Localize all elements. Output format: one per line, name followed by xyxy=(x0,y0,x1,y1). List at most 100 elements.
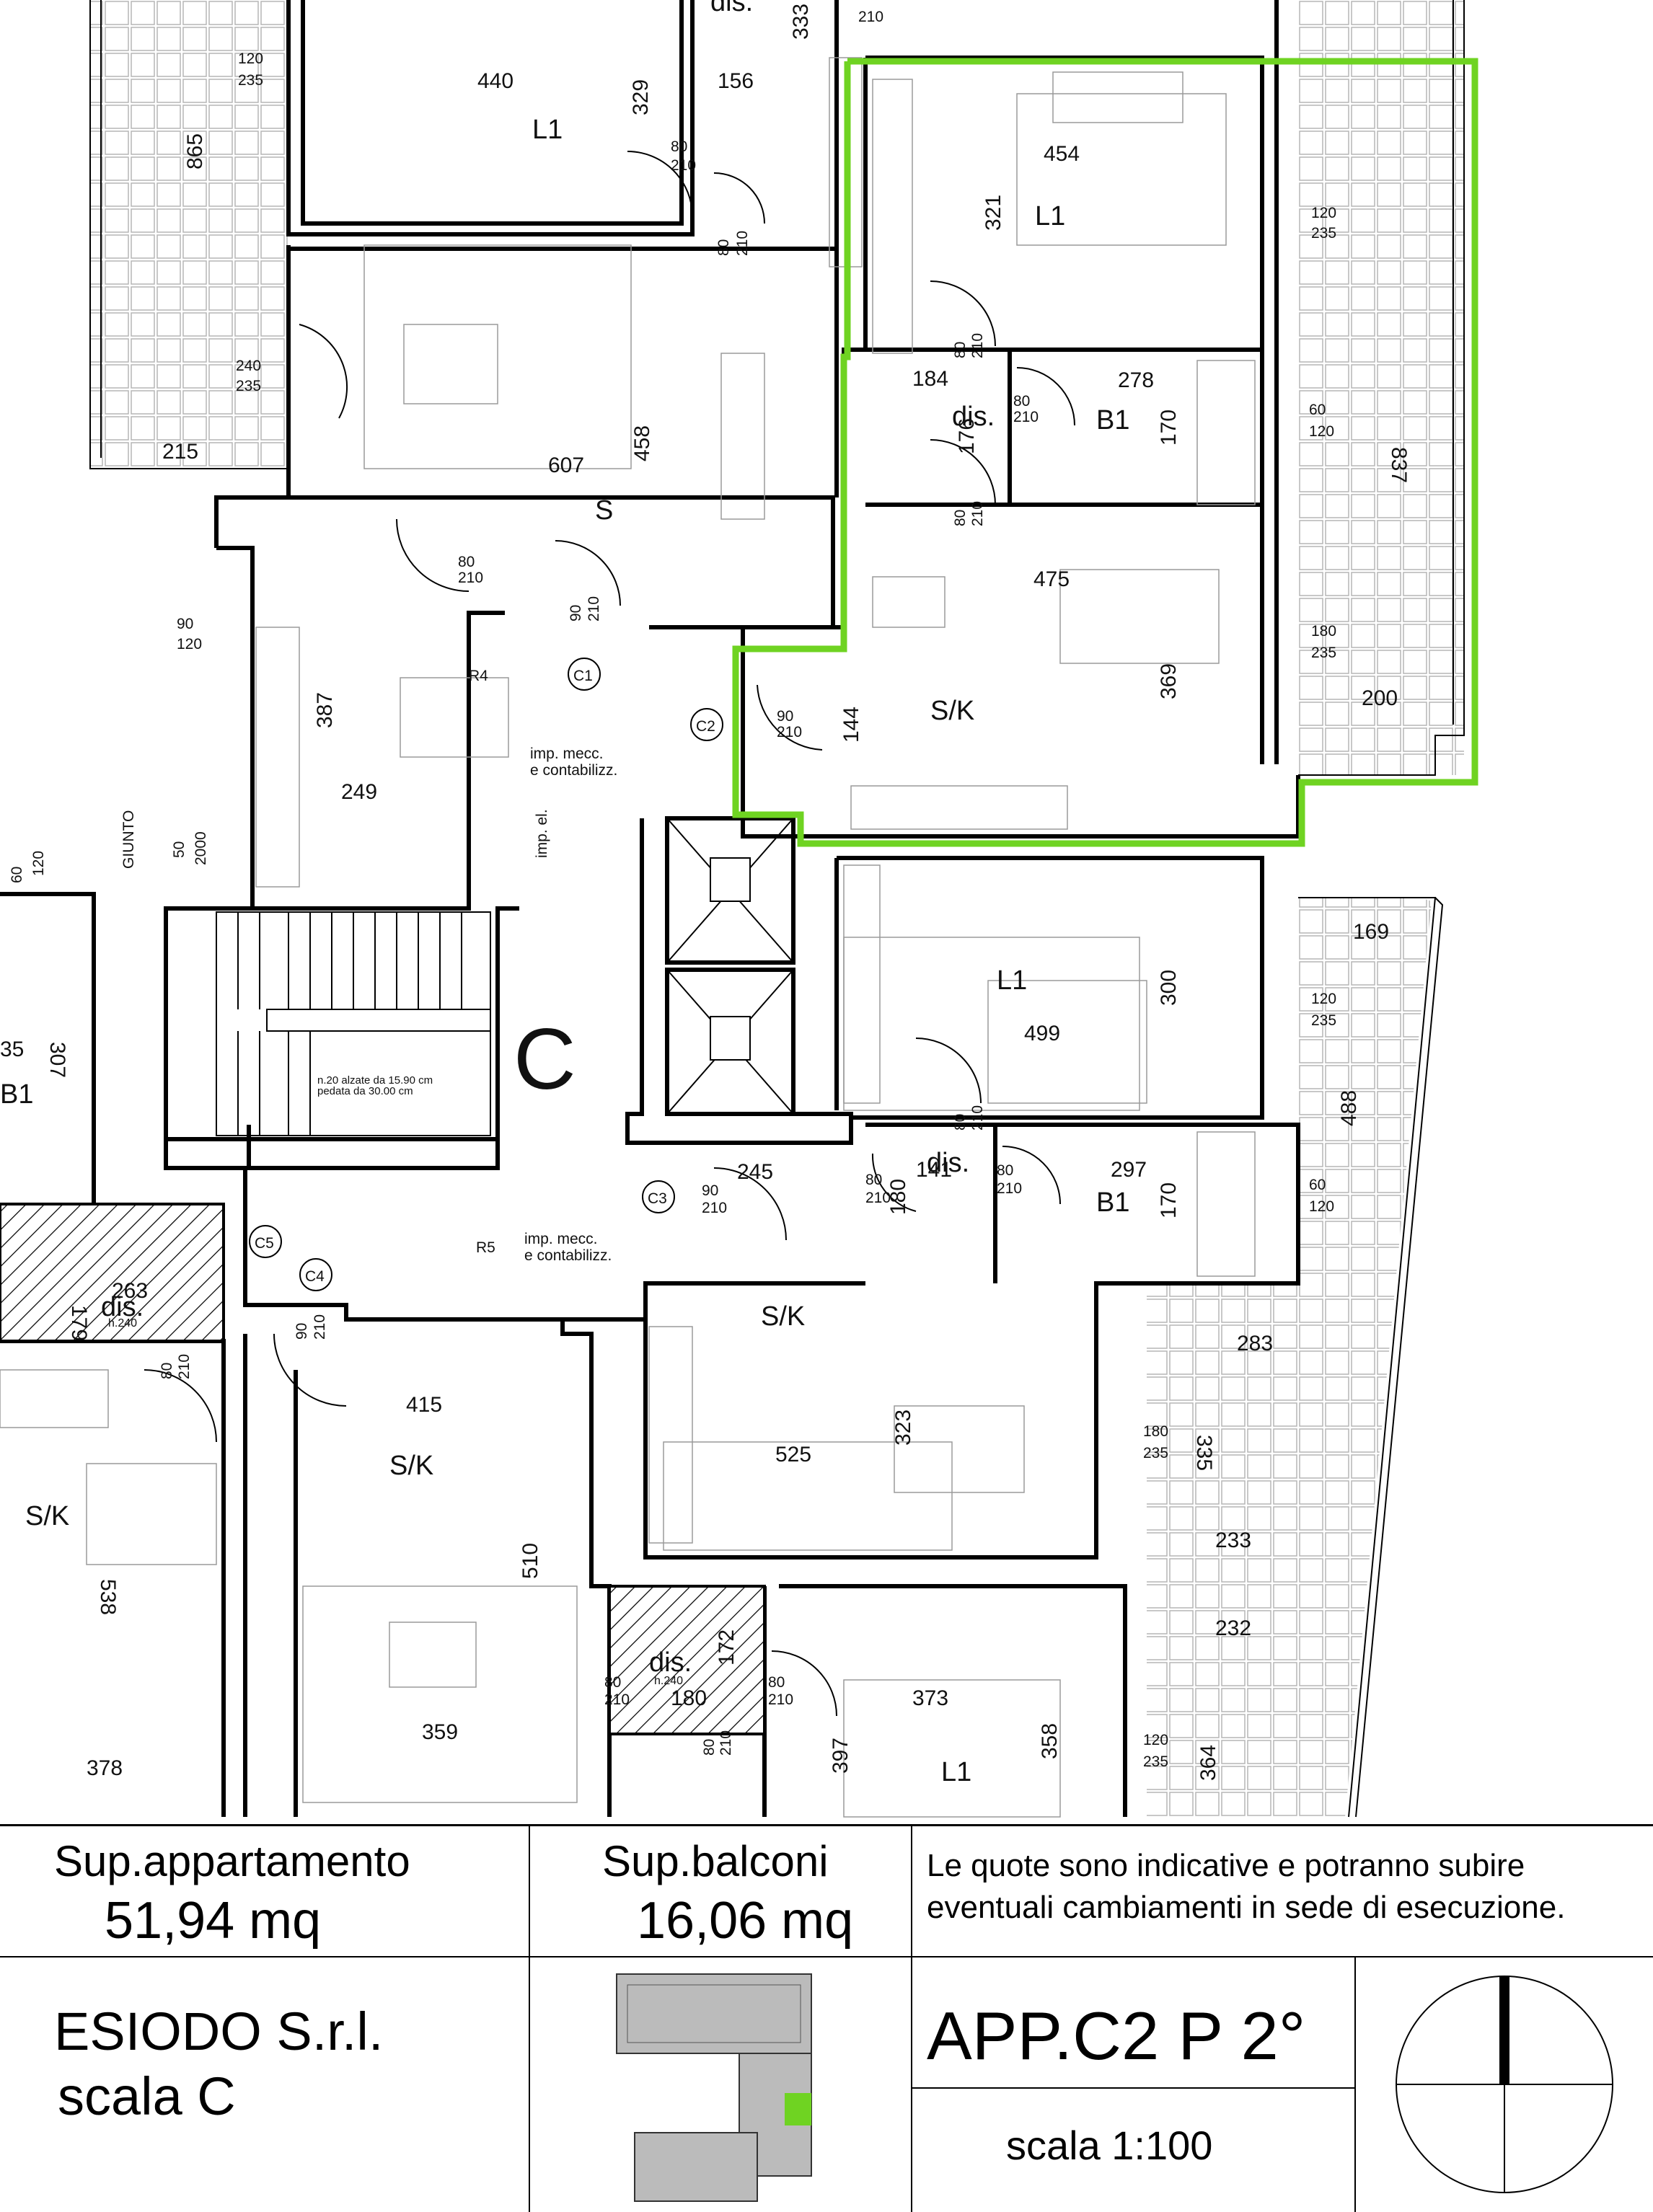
marker-c2: C2 xyxy=(690,708,723,741)
svg-text:179: 179 xyxy=(67,1305,91,1341)
svg-text:dis.: dis. xyxy=(927,1148,969,1178)
disclaimer-line-1: Le quote sono indicative e potranno subi… xyxy=(927,1848,1525,1883)
svg-text:80: 80 xyxy=(458,554,475,570)
svg-text:imp. mecc.: imp. mecc. xyxy=(524,1231,598,1247)
svg-text:120: 120 xyxy=(1143,1732,1168,1748)
svg-text:184: 184 xyxy=(912,367,948,391)
balcony-area-value: 16,06 mq xyxy=(637,1892,854,1950)
svg-text:210: 210 xyxy=(176,1354,193,1379)
hatched-shafts xyxy=(0,1203,766,1735)
svg-text:369: 369 xyxy=(1157,663,1181,699)
svg-text:525: 525 xyxy=(775,1443,811,1466)
svg-text:GIUNTO: GIUNTO xyxy=(120,810,137,869)
unit-cell: APP.C2 P 2° scala 1:100 xyxy=(912,1957,1356,2212)
svg-text:120: 120 xyxy=(177,636,202,652)
svg-text:607: 607 xyxy=(548,454,584,477)
marker-c3: C3 xyxy=(642,1180,675,1213)
svg-text:120: 120 xyxy=(1309,423,1334,440)
svg-text:454: 454 xyxy=(1044,142,1080,166)
balcony-tiles xyxy=(90,0,1464,1817)
floor-plan: L1 S L1 dis. B1 S/K L1 B1 dis. S/K S/K S… xyxy=(0,0,1478,1818)
svg-text:90: 90 xyxy=(294,1323,310,1340)
svg-text:499: 499 xyxy=(1024,1022,1060,1045)
svg-text:B1: B1 xyxy=(0,1079,33,1110)
svg-text:dis.: dis. xyxy=(952,402,995,432)
svg-text:90: 90 xyxy=(177,616,193,632)
apartment-area-label: Sup.appartamento xyxy=(54,1837,410,1885)
svg-text:60: 60 xyxy=(1309,1177,1326,1193)
svg-text:170: 170 xyxy=(1157,1182,1181,1218)
svg-text:235: 235 xyxy=(1311,225,1336,242)
svg-text:378: 378 xyxy=(87,1756,123,1780)
svg-text:235: 235 xyxy=(238,72,263,89)
disclaimer-line-2: eventuali cambiamenti in sede di esecuzi… xyxy=(927,1890,1566,1925)
svg-text:2000: 2000 xyxy=(193,831,209,865)
svg-text:120: 120 xyxy=(1309,1198,1334,1215)
svg-text:R4: R4 xyxy=(469,668,488,684)
svg-text:210: 210 xyxy=(604,1691,630,1708)
balcony-area-cell: Sup.balconi 16,06 mq xyxy=(530,1826,912,1957)
svg-text:80: 80 xyxy=(952,1114,969,1131)
plan-notes: GIUNTO imp. mecc.e contabilizz. imp. mec… xyxy=(108,668,683,1687)
svg-text:364: 364 xyxy=(1196,1745,1220,1781)
svg-text:297: 297 xyxy=(1111,1158,1147,1182)
svg-text:90: 90 xyxy=(702,1182,718,1199)
svg-text:278: 278 xyxy=(1118,368,1154,392)
space-markers: C1 C2 C3 C4 C5 xyxy=(249,658,723,1291)
marker-c5: C5 xyxy=(249,1225,282,1258)
svg-text:235: 235 xyxy=(1311,1012,1336,1029)
svg-text:180: 180 xyxy=(1143,1423,1168,1440)
svg-text:144: 144 xyxy=(839,707,863,743)
svg-text:865: 865 xyxy=(183,133,207,169)
svg-text:210: 210 xyxy=(702,1200,727,1216)
unit-id: APP.C2 P 2° xyxy=(927,1998,1306,2074)
svg-text:235: 235 xyxy=(236,378,261,394)
drawing-scale: scala 1:100 xyxy=(1006,2123,1213,2168)
compass-cell xyxy=(1356,1957,1653,2212)
title-block: Sup.appartamento 51,94 mq Sup.balconi 16… xyxy=(0,1824,1653,2212)
unit-divider xyxy=(912,2087,1356,2089)
svg-text:180: 180 xyxy=(886,1179,910,1215)
svg-text:n.20 alzate da 15.90 cm: n.20 alzate da 15.90 cm xyxy=(317,1074,433,1087)
svg-text:180: 180 xyxy=(671,1686,707,1710)
svg-text:397: 397 xyxy=(829,1738,852,1774)
svg-text:L1: L1 xyxy=(1035,201,1065,231)
svg-text:210: 210 xyxy=(734,231,751,256)
svg-text:imp. el.: imp. el. xyxy=(534,809,550,858)
svg-text:S/K: S/K xyxy=(930,696,974,726)
svg-text:60: 60 xyxy=(1309,402,1326,418)
balcony-edges xyxy=(89,0,1465,1818)
svg-text:245: 245 xyxy=(737,1160,773,1184)
svg-text:215: 215 xyxy=(162,440,198,464)
svg-text:263: 263 xyxy=(112,1279,148,1303)
svg-text:210: 210 xyxy=(777,724,802,740)
svg-text:232: 232 xyxy=(1215,1616,1251,1640)
svg-text:458: 458 xyxy=(630,425,654,461)
svg-text:80: 80 xyxy=(997,1162,1013,1179)
svg-text:333: 333 xyxy=(789,4,813,40)
svg-text:120: 120 xyxy=(30,851,47,876)
svg-text:80: 80 xyxy=(768,1674,785,1691)
svg-text:210: 210 xyxy=(969,333,986,358)
svg-text:50: 50 xyxy=(171,841,188,858)
svg-text:475: 475 xyxy=(1033,567,1070,591)
svg-text:240: 240 xyxy=(236,358,261,374)
svg-text:S: S xyxy=(595,495,613,526)
svg-text:dis.: dis. xyxy=(101,1292,144,1322)
svg-text:R5: R5 xyxy=(476,1239,495,1256)
marker-c4: C4 xyxy=(299,1258,332,1291)
svg-text:538: 538 xyxy=(96,1579,120,1615)
svg-text:e contabilizz.: e contabilizz. xyxy=(524,1247,612,1264)
svg-text:210: 210 xyxy=(865,1190,891,1206)
svg-text:210: 210 xyxy=(718,1730,734,1756)
svg-text:60: 60 xyxy=(9,867,25,883)
svg-text:329: 329 xyxy=(629,79,653,115)
svg-text:210: 210 xyxy=(768,1691,793,1708)
svg-text:141: 141 xyxy=(916,1158,952,1182)
apartment-area-cell: Sup.appartamento 51,94 mq xyxy=(0,1826,530,1957)
svg-text:415: 415 xyxy=(406,1393,442,1417)
svg-text:h.240: h.240 xyxy=(654,1675,683,1687)
door-swings xyxy=(144,151,1075,1717)
north-arrow-icon xyxy=(1396,1976,1613,2193)
lift-shafts xyxy=(666,818,794,1115)
